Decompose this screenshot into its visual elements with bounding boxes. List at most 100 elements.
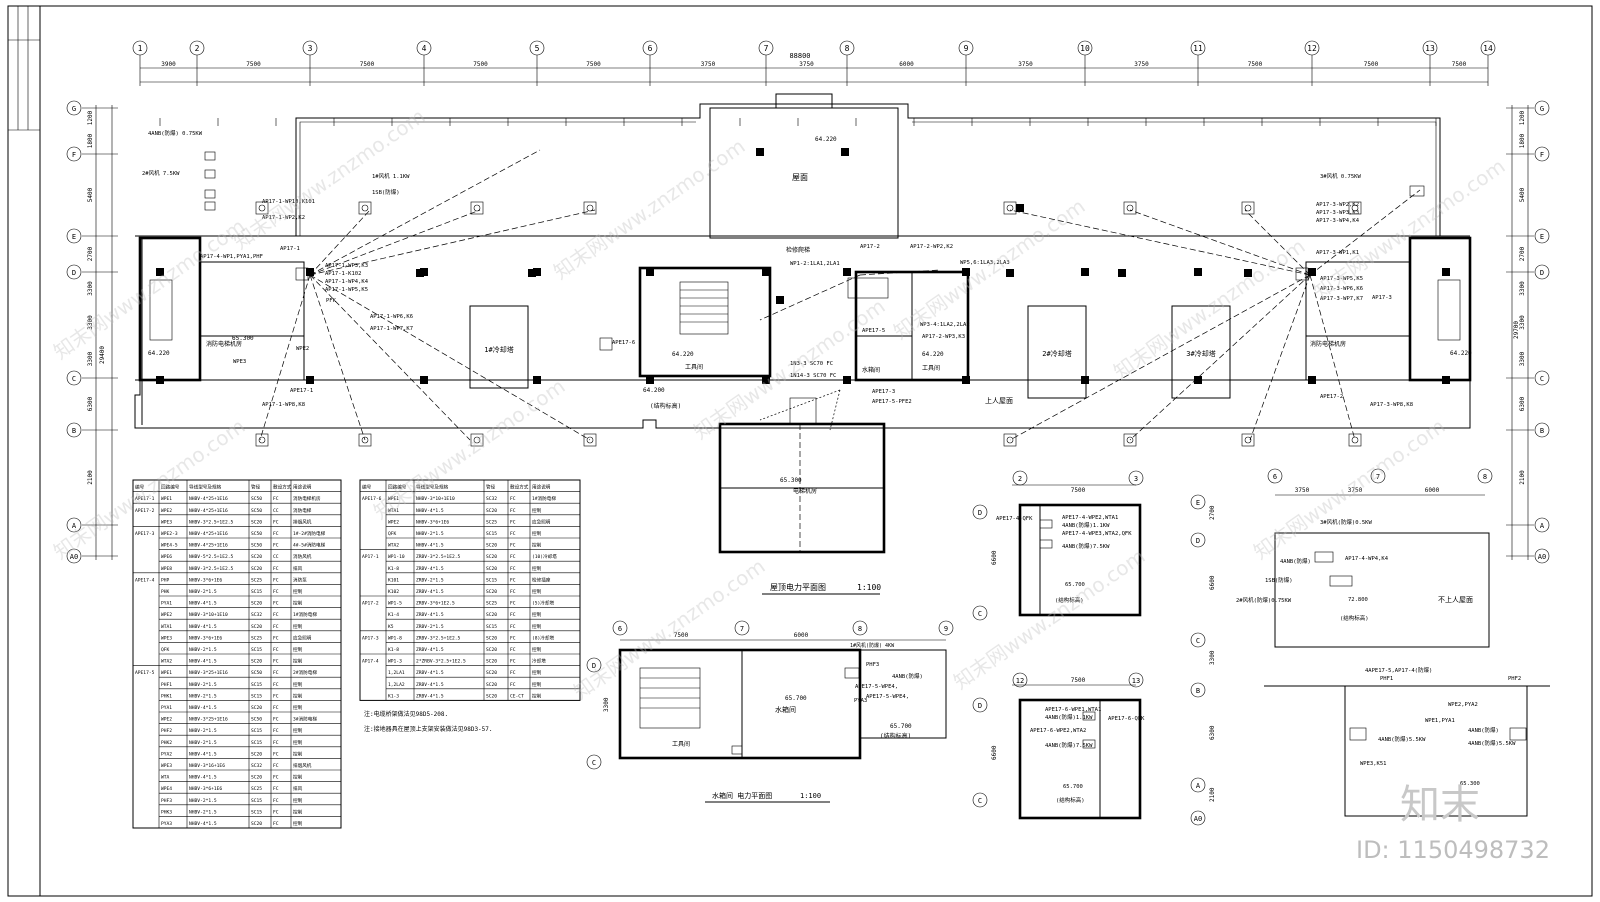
grid-bubble-label: B — [1540, 427, 1544, 435]
table-cell: FC — [273, 775, 279, 781]
equipment-box — [599, 337, 613, 351]
detail-c-plan: 3#风机(防爆)0.5KW 4ANB(防爆) AP17-4-WP4,K4 1SB… — [1190, 468, 1550, 826]
grid-bubble-label: C — [978, 797, 982, 805]
grid-bubble-label: E — [1196, 499, 1200, 507]
grid-bubble — [1534, 548, 1550, 564]
table-cell: NHBV-3*10+1E10 — [416, 496, 455, 502]
table-cell: ZRBV-3*2.5+1E2.5 — [416, 635, 460, 641]
grid-bubble — [66, 517, 82, 533]
lightning-rod — [583, 433, 597, 447]
grid-bubble — [1534, 146, 1550, 162]
table-cell: 4#-5#消防电梯 — [293, 542, 326, 549]
stair — [1437, 279, 1461, 341]
lightning-rod — [255, 201, 269, 215]
grid-bubble-label: 9 — [944, 625, 948, 633]
panel-box — [847, 277, 889, 299]
right-machine-room — [1305, 261, 1411, 381]
table-cell: NHBV-3*2.5+1E2.5 — [189, 519, 233, 525]
table-cell: SC20 — [251, 519, 262, 525]
tool-room-label: 工具间 — [922, 364, 940, 372]
table-cell: K102 — [388, 589, 399, 595]
table-cell: APE17-5 — [135, 670, 155, 676]
column — [756, 148, 764, 156]
column — [156, 268, 164, 276]
lightning-rod — [1123, 201, 1137, 215]
table-cell: ZRBV-4*1.5 — [416, 589, 444, 595]
grid-bubble-label: C — [592, 759, 596, 767]
table-cell: FC — [273, 635, 279, 641]
table-cell: 控制 — [532, 669, 542, 676]
span-dimension: 3750 — [1018, 61, 1033, 68]
table-cell: APE17-3 — [135, 531, 155, 537]
table-cell: SC15 — [486, 577, 497, 583]
span-dimension: 7500 — [674, 632, 689, 639]
tank-side-elevation: 65.700 — [890, 723, 912, 730]
lightning-rod — [470, 201, 484, 215]
side-dimension: 1800 — [1519, 133, 1526, 148]
table-cell: FC — [510, 566, 516, 572]
table-cell: FC — [273, 763, 279, 769]
id-watermark: ID: 1150498732 — [1356, 836, 1550, 864]
table-cell: ZRBV-4*1.5 — [416, 693, 444, 699]
circuit-line — [309, 274, 591, 441]
grid-bubble-label: 4 — [422, 44, 427, 53]
tank-phf: PHF3 — [866, 662, 879, 668]
side-dimension: 3300 — [1519, 315, 1526, 330]
table-cell: SC50 — [251, 508, 262, 514]
grid-bubble-label: 12 — [1307, 44, 1317, 53]
grid-bubble — [1370, 468, 1386, 484]
table-cell: 控制 — [293, 600, 303, 607]
circuit-line — [1244, 209, 1311, 276]
circuit-line — [1309, 274, 1356, 441]
table-cell: 3#消防电梯 — [293, 716, 317, 723]
table-cell: FC — [273, 809, 279, 815]
table-cell: ZRBV-3*6+1E2.5 — [416, 601, 455, 607]
lightning-rod-mark — [361, 204, 369, 212]
table-cell: SC32 — [486, 496, 497, 502]
table-cell: WPE2 — [161, 717, 172, 723]
table-cell: FC — [273, 659, 279, 665]
fan-box — [1082, 711, 1096, 721]
motor-label: 3#风机 0.75KW — [1320, 172, 1361, 180]
detail-b-label: 4ANB(防爆)1.1KW — [1045, 713, 1093, 721]
table-cell: K1-4 — [388, 612, 399, 618]
detail-a-label: APE17-4-QFK — [996, 516, 1033, 522]
table-cell: SC15 — [251, 647, 262, 653]
table-cell: 消防电梯机房 — [293, 495, 321, 502]
grid-bubble-label: A — [1540, 522, 1545, 530]
circuit-line — [309, 149, 541, 276]
lightning-rod — [583, 201, 597, 215]
column — [646, 376, 654, 384]
grid-bubble — [972, 792, 988, 808]
grid-bubble-label: 3 — [1134, 475, 1138, 483]
circuit-line — [1009, 274, 1311, 441]
watermark-tile: 知末网www.znzmo.com — [949, 544, 1149, 694]
table-cell: PHF2 — [161, 728, 172, 734]
table-cell: SC20 — [251, 554, 262, 560]
table-cell: SC50 — [251, 717, 262, 723]
table-cell: FC — [273, 496, 279, 502]
circuit-label: AP17-1-WP7,K7 — [370, 326, 413, 332]
detail-c-label: 4ANB(防爆)5.5KW — [1468, 739, 1516, 747]
table-cell: NHBV-3*6+1E6 — [416, 519, 449, 525]
table-header-cell: 导线型号及规格 — [189, 484, 222, 491]
side-total-dimension: 29400 — [99, 346, 106, 364]
lightning-rod — [1003, 433, 1017, 447]
grid-bubble — [586, 657, 602, 673]
tool-room-elevation: 64.220 — [922, 351, 944, 358]
lightning-rod-mark — [473, 436, 481, 444]
table-cell: FC — [273, 821, 279, 827]
brand-watermark: 知末 — [1400, 782, 1480, 828]
table-cell: SC15 — [486, 531, 497, 537]
table-cell: SC20 — [251, 624, 262, 630]
grid-bubble — [586, 754, 602, 770]
table-cell: APE17-1 — [135, 496, 155, 502]
grid-bubble-label: 5 — [535, 44, 540, 53]
column — [1194, 268, 1202, 276]
column — [1308, 376, 1316, 384]
table-cell: FC — [273, 566, 279, 572]
table-cell: FC — [273, 612, 279, 618]
grid-bubble-label: A0 — [1194, 815, 1202, 823]
roof-plan-scale: 1:100 — [857, 583, 881, 592]
